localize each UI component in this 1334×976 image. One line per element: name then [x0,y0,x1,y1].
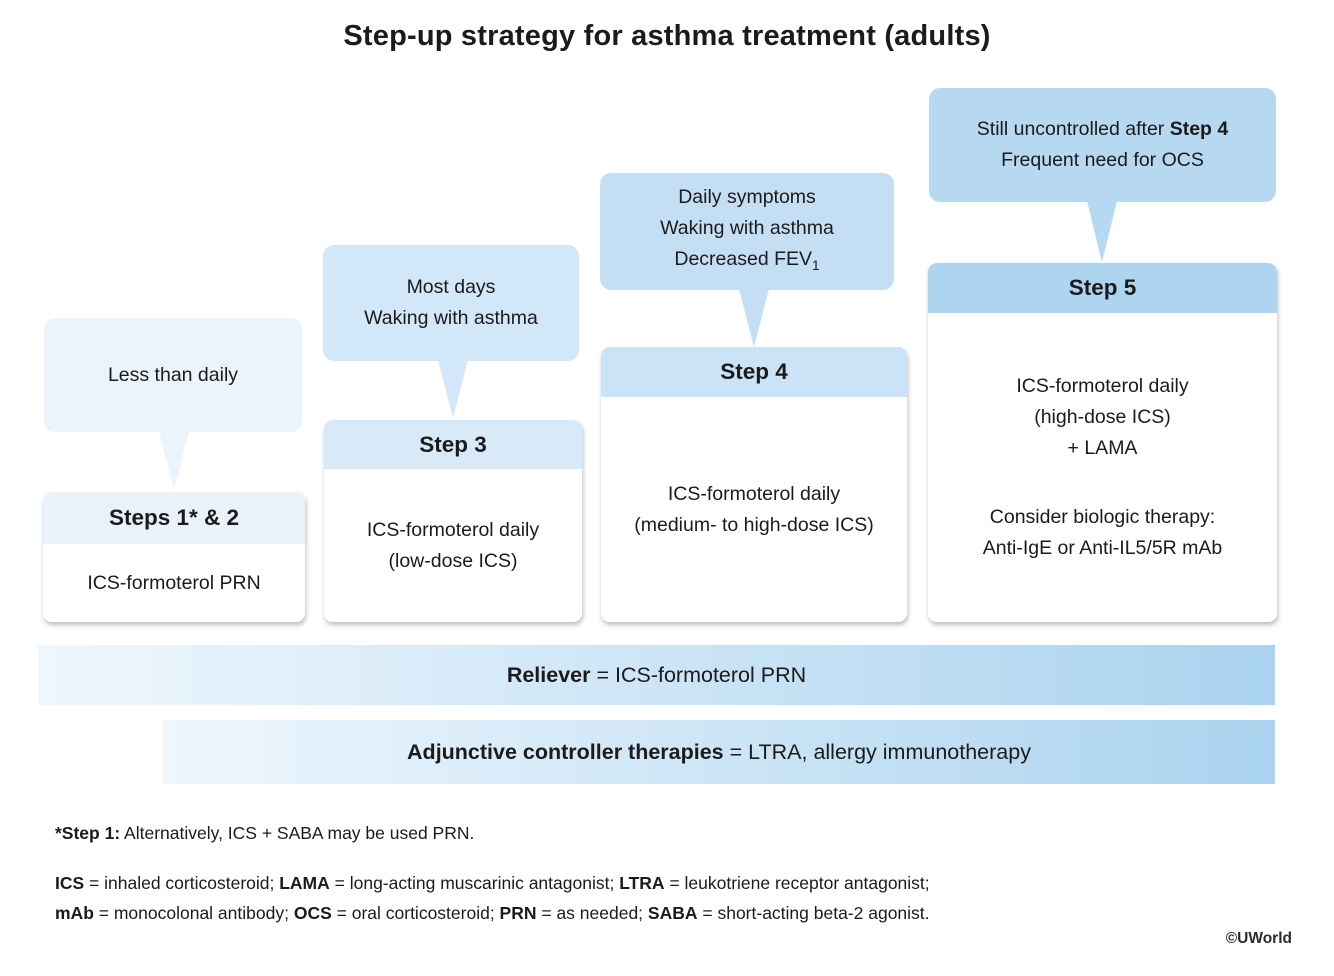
reliever-bar-label: Reliever = ICS-formoterol PRN [506,662,807,687]
step-box-body-step-4: ICS-formoterol daily(medium- to high-dos… [601,397,907,622]
bubble-tail-step-3 [438,360,468,418]
bubble-tail-step-4 [739,289,769,347]
step-box-header-step-4: Step 4 [601,347,907,397]
bubble-tail-step-5 [1087,201,1117,262]
adjunctive-bar: Adjunctive controller therapies = LTRA, … [163,720,1275,784]
step-5-biologic-text: Consider biologic therapy:Anti-IgE or An… [982,506,1223,559]
bubble-tail-steps-1-2 [159,431,189,490]
step-box-body-step-5: ICS-formoterol daily(high-dose ICS)+ LAM… [928,313,1277,622]
abbreviations: ICS = inhaled corticosteroid; LAMA = lon… [55,873,930,923]
footnote-step1: *Step 1: Alternatively, ICS + SABA may b… [55,823,475,843]
step-box-step-3: Step 3 ICS-formoterol daily(low-dose ICS… [324,420,582,622]
step-box-body-steps-1-2: ICS-formoterol PRN [43,544,305,622]
step-box-step-4: Step 4 ICS-formoterol daily(medium- to h… [601,347,907,622]
reliever-bar: Reliever = ICS-formoterol PRN [38,645,1275,705]
uworld-watermark: ©UWorld [1225,930,1292,947]
step-box-steps-1-2: Steps 1* & 2 ICS-formoterol PRN [43,492,305,622]
step-5-regimen-text: ICS-formoterol daily(high-dose ICS)+ LAM… [1016,375,1189,459]
step-box-step-5: Step 5 ICS-formoterol daily(high-dose IC… [928,263,1277,622]
step-box-body-step-3: ICS-formoterol daily(low-dose ICS) [324,469,582,622]
adjunctive-bar-label: Adjunctive controller therapies = LTRA, … [407,739,1031,764]
symptom-bubble-steps-1-2: Less than daily [44,318,302,432]
step-box-header-steps-1-2: Steps 1* & 2 [43,492,305,544]
step-box-header-step-5: Step 5 [928,263,1277,313]
step-box-header-step-3: Step 3 [324,420,582,469]
page-title: Step-up strategy for asthma treatment (a… [343,20,991,52]
